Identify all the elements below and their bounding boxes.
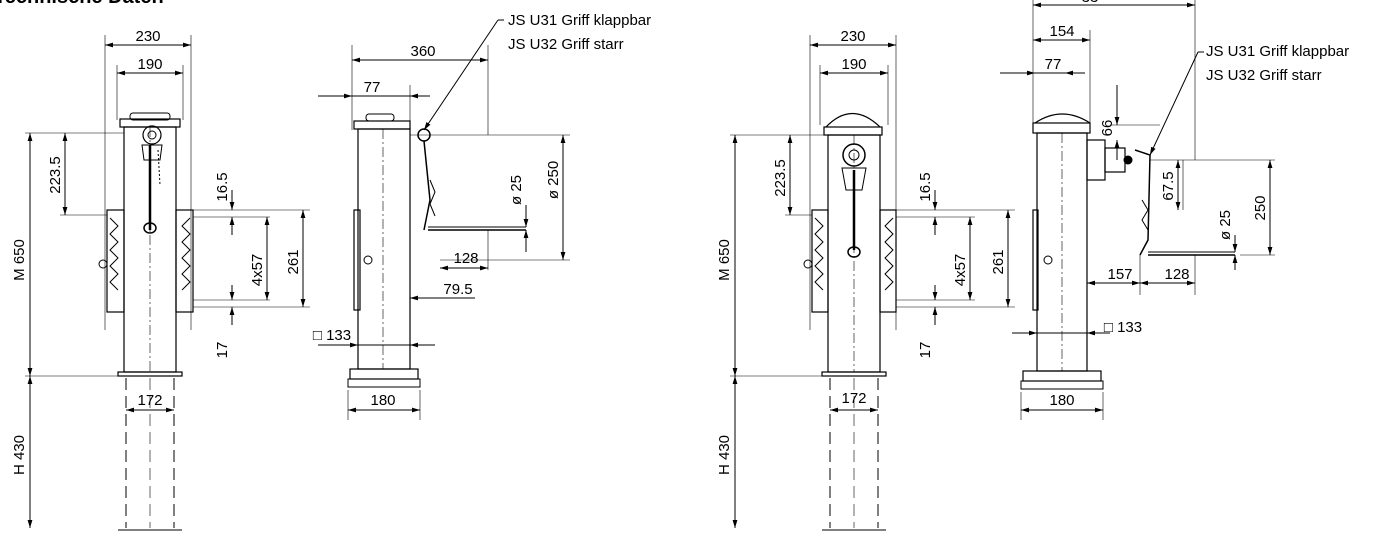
dim-sq133-left: □ 133	[313, 327, 351, 344]
left-front-view	[25, 35, 310, 531]
dim-157: 157	[1107, 266, 1132, 283]
dim-16-5-right: 16.5	[917, 172, 934, 201]
dim-79-5: 79.5	[443, 281, 472, 298]
dim-4x57-left: 4x57	[249, 254, 266, 287]
left-side-dimension-labels: 360 77 ø 25 ø 250 128 79.5 □ 133 180 JS …	[313, 12, 651, 409]
callout-u31-right: JS U31 Griff klappbar	[1206, 43, 1349, 60]
left-side-view	[318, 19, 570, 420]
right-side-view	[1000, 0, 1275, 420]
dim-77-left: 77	[364, 79, 381, 96]
dim-223-5-left: 223.5	[47, 156, 64, 194]
dim-230-left: 230	[135, 28, 160, 45]
left-front-dimension-labels: 230 190 223.5 M 650 16.5 4x57 261 17 172…	[11, 28, 302, 475]
dim-h430-right: H 430	[716, 435, 733, 475]
callout-u31-left: JS U31 Griff klappbar	[508, 12, 651, 29]
dim-190-left: 190	[137, 56, 162, 73]
dim-d25-left: ø 25	[508, 175, 525, 205]
dim-128-left: 128	[453, 250, 478, 267]
dim-128-right: 128	[1164, 266, 1189, 283]
dim-16-5-left: 16.5	[214, 172, 231, 201]
dim-m650-left: M 650	[11, 239, 28, 281]
dim-d25-right: ø 25	[1217, 210, 1234, 240]
dim-m650-right: M 650	[716, 239, 733, 281]
dim-sq133-right: □ 133	[1104, 319, 1142, 336]
right-side-dimension-labels: 33 154 77 66 67.5 ø 25 250 157 128 □ 133…	[1045, 0, 1349, 409]
dim-180-left: 180	[370, 392, 395, 409]
dim-190-right: 190	[841, 56, 866, 73]
dim-223-5-right: 223.5	[772, 159, 789, 197]
dim-67-5: 67.5	[1160, 171, 1177, 200]
callout-u32-left: JS U32 Griff starr	[508, 36, 624, 53]
dim-172-right: 172	[841, 390, 866, 407]
dim-261-right: 261	[990, 249, 1007, 274]
dim-230-right: 230	[840, 28, 865, 45]
dim-154: 154	[1049, 23, 1074, 40]
dim-180-right: 180	[1049, 392, 1074, 409]
dim-360: 360	[410, 43, 435, 60]
dim-4x57-right: 4x57	[952, 254, 969, 287]
dim-172-left: 172	[137, 392, 162, 409]
dim-66: 66	[1099, 120, 1116, 137]
right-front-dimension-labels: 230 190 223.5 M 650 16.5 4x57 261 17 172…	[716, 28, 1007, 475]
dim-17-left: 17	[214, 342, 231, 359]
dim-top-right: 33	[1082, 0, 1099, 6]
dim-261-left: 261	[285, 249, 302, 274]
page-title: Technische Daten	[0, 0, 164, 9]
right-front-view	[730, 35, 1015, 531]
dim-h430-left: H 430	[11, 435, 28, 475]
dim-250-right: 250	[1252, 195, 1269, 220]
dim-77-right: 77	[1045, 56, 1062, 73]
dim-17-right: 17	[917, 342, 934, 359]
dim-d250-left: ø 250	[545, 161, 562, 199]
callout-u32-right: JS U32 Griff starr	[1206, 67, 1322, 84]
